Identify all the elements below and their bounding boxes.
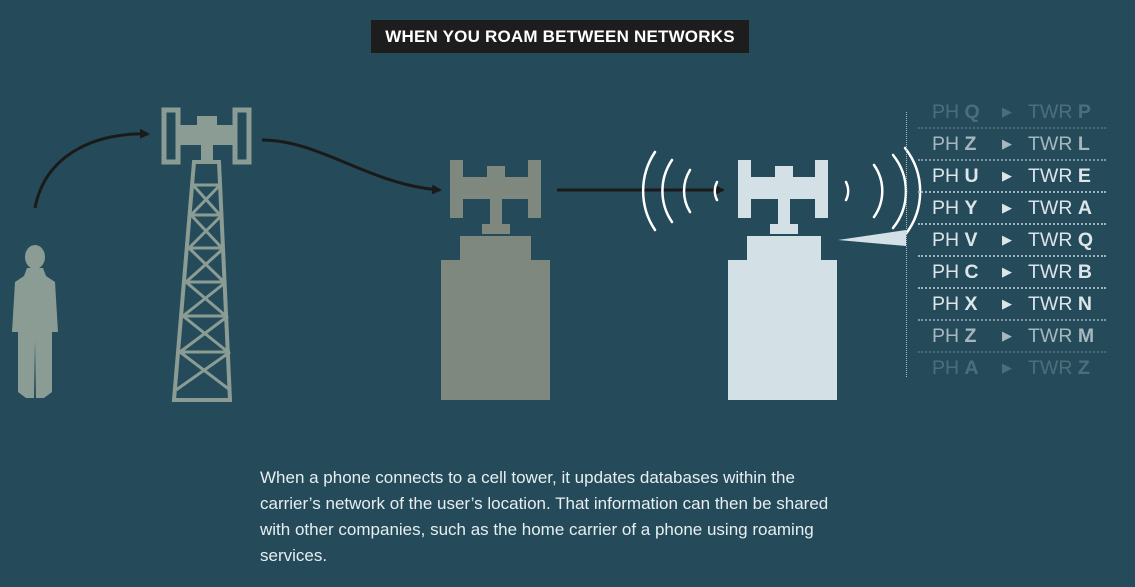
database-row: PH U ▶ TWR E bbox=[918, 160, 1108, 192]
tower-id-value: E bbox=[1077, 165, 1091, 187]
tower-id-value: B bbox=[1077, 261, 1092, 283]
phone-id: PH Q bbox=[932, 96, 980, 128]
diagram-title: WHEN YOU ROAM BETWEEN NETWORKS bbox=[371, 20, 749, 53]
database-row: PH Z ▶ TWR M bbox=[918, 320, 1108, 352]
tower-label: TWR bbox=[1028, 261, 1078, 283]
database-row: PH X ▶ TWR N bbox=[918, 288, 1108, 320]
tower-label: TWR bbox=[1028, 165, 1078, 187]
tower-id: TWR Z bbox=[1028, 352, 1090, 384]
play-arrow-icon: ▶ bbox=[1002, 328, 1012, 343]
home-carrier-building-icon bbox=[728, 160, 837, 400]
tower-id: TWR N bbox=[1028, 288, 1092, 320]
phone-id: PH A bbox=[932, 352, 979, 384]
tower-label: TWR bbox=[1028, 197, 1078, 219]
tower-id: TWR L bbox=[1028, 128, 1090, 160]
phone-id: PH Z bbox=[932, 128, 976, 160]
phone-label: PH bbox=[932, 197, 965, 219]
phone-id-value: X bbox=[964, 293, 978, 315]
play-arrow-icon: ▶ bbox=[1002, 360, 1012, 375]
play-arrow-icon: ▶ bbox=[1002, 136, 1012, 151]
phone-id-value: V bbox=[964, 229, 978, 251]
database-edge bbox=[906, 112, 907, 377]
tower-label: TWR bbox=[1028, 229, 1078, 251]
database-row-divider bbox=[918, 159, 1106, 161]
play-arrow-icon: ▶ bbox=[1002, 104, 1012, 119]
tower-label: TWR bbox=[1028, 133, 1078, 155]
play-arrow-icon: ▶ bbox=[1002, 200, 1012, 215]
database-row-divider bbox=[918, 351, 1106, 353]
phone-id-value: Z bbox=[964, 133, 977, 155]
phone-id: PH Y bbox=[932, 192, 978, 224]
database-row: PH Q ▶ TWR P bbox=[918, 96, 1108, 128]
phone-id-value: U bbox=[964, 165, 979, 187]
phone-label: PH bbox=[932, 229, 965, 251]
phone-label: PH bbox=[932, 101, 965, 123]
phone-label: PH bbox=[932, 133, 965, 155]
tower-id-value: N bbox=[1077, 293, 1092, 315]
phone-id-value: A bbox=[964, 357, 979, 379]
cell-tower-icon bbox=[161, 107, 252, 402]
database-row: PH Z ▶ TWR L bbox=[918, 128, 1108, 160]
tower-label: TWR bbox=[1028, 101, 1078, 123]
tower-id: TWR E bbox=[1028, 160, 1091, 192]
tower-id: TWR B bbox=[1028, 256, 1092, 288]
arrow-tower-to-carrier bbox=[261, 138, 442, 195]
tower-id-value: L bbox=[1077, 133, 1090, 155]
phone-id-value: Y bbox=[964, 197, 978, 219]
database-row-divider bbox=[918, 127, 1106, 129]
database-row: PH C ▶ TWR B bbox=[918, 256, 1108, 288]
tower-id-value: Z bbox=[1077, 357, 1090, 379]
caption-text: When a phone connects to a cell tower, i… bbox=[260, 468, 829, 565]
person-icon bbox=[12, 245, 58, 398]
phone-label: PH bbox=[932, 165, 965, 187]
phone-label: PH bbox=[932, 357, 965, 379]
phone-id-value: Q bbox=[964, 101, 980, 123]
phone-id: PH U bbox=[932, 160, 979, 192]
carrier-building-icon bbox=[441, 160, 550, 400]
tower-label: TWR bbox=[1028, 325, 1078, 347]
tower-id-value: P bbox=[1077, 101, 1091, 123]
tower-id: TWR A bbox=[1028, 192, 1092, 224]
database-row-divider bbox=[918, 223, 1106, 225]
database-row: PH Y ▶ TWR A bbox=[918, 192, 1108, 224]
phone-id: PH Z bbox=[932, 320, 976, 352]
phone-id: PH X bbox=[932, 288, 978, 320]
tower-id-value: A bbox=[1077, 197, 1092, 219]
database-row: PH V ▶ TWR Q bbox=[918, 224, 1108, 256]
database-row-divider bbox=[918, 191, 1106, 193]
play-arrow-icon: ▶ bbox=[1002, 296, 1012, 311]
phone-id-value: Z bbox=[964, 325, 977, 347]
tower-label: TWR bbox=[1028, 293, 1078, 315]
tower-id-value: M bbox=[1077, 325, 1095, 347]
database-callout-pointer bbox=[838, 230, 906, 246]
play-arrow-icon: ▶ bbox=[1002, 264, 1012, 279]
database-row: PH A ▶ TWR Z bbox=[918, 352, 1108, 384]
database-row-divider bbox=[918, 287, 1106, 289]
tower-id: TWR P bbox=[1028, 96, 1091, 128]
tower-label: TWR bbox=[1028, 357, 1078, 379]
phone-label: PH bbox=[932, 325, 965, 347]
phone-label: PH bbox=[932, 293, 965, 315]
tower-id: TWR Q bbox=[1028, 224, 1093, 256]
tower-id: TWR M bbox=[1028, 320, 1094, 352]
phone-id-value: C bbox=[964, 261, 979, 283]
play-arrow-icon: ▶ bbox=[1002, 232, 1012, 247]
database-row-divider bbox=[918, 255, 1106, 257]
tower-id-value: Q bbox=[1077, 229, 1093, 251]
phone-label: PH bbox=[932, 261, 965, 283]
play-arrow-icon: ▶ bbox=[1002, 168, 1012, 183]
database-row-divider bbox=[918, 319, 1106, 321]
arrow-person-to-tower bbox=[33, 128, 150, 209]
phone-id: PH V bbox=[932, 224, 978, 256]
phone-id: PH C bbox=[932, 256, 979, 288]
